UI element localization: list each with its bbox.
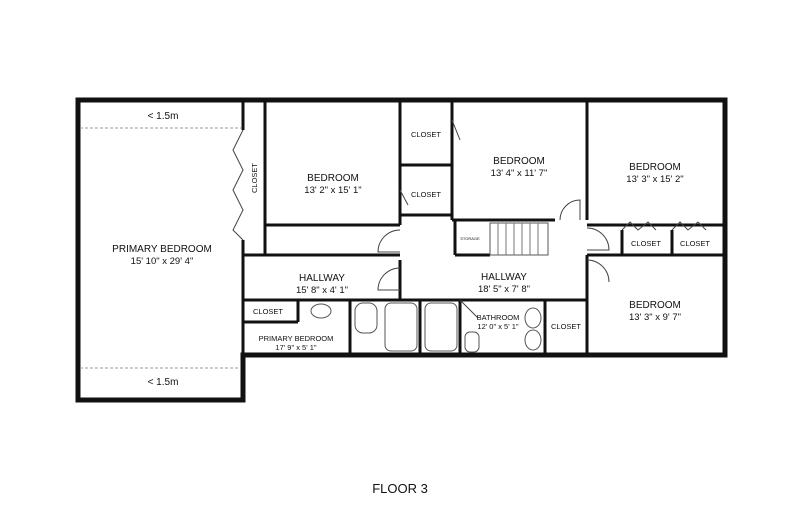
room-name: BEDROOM <box>307 173 359 184</box>
fixtures <box>310 302 542 353</box>
room-name: CLOSET <box>411 130 441 139</box>
room-name: HALLWAY <box>481 272 527 283</box>
room-name: STORAGE <box>460 236 480 241</box>
bathtub <box>384 302 418 352</box>
room-name: BATHROOM <box>477 313 520 322</box>
room-size: 15' 8" x 4' 1" <box>296 285 348 296</box>
room-size: 17' 9" x 5' 1" <box>275 343 316 352</box>
room-name: BEDROOM <box>493 156 545 167</box>
room-size: 13' 4" x 11' 7" <box>491 168 548 179</box>
room-name: CLOSET <box>411 190 441 199</box>
floor-label: FLOOR 3 <box>372 481 428 496</box>
room-name: BEDROOM <box>629 162 681 173</box>
bathtub <box>424 302 458 352</box>
room-name: BEDROOM <box>629 300 681 311</box>
ceiling-label: < 1.5m <box>148 111 179 122</box>
room-size: 13' 3" x 15' 2" <box>626 174 683 185</box>
sink <box>310 303 332 319</box>
room-name: PRIMARY BEDROOM <box>259 334 334 343</box>
room-name: HALLWAY <box>299 273 345 284</box>
room-name: CLOSET <box>250 163 259 193</box>
room-size: 13' 2" x 15' 1" <box>304 185 361 196</box>
room-size: 18' 5" x 7' 8" <box>478 284 530 295</box>
doors <box>232 119 707 319</box>
room-size: 12' 0" x 5' 1" <box>477 322 518 331</box>
toilet <box>464 331 480 353</box>
room-name: CLOSET <box>680 239 710 248</box>
toilet <box>354 302 378 334</box>
room-size: 13' 3" x 9' 7" <box>629 312 681 323</box>
staircase <box>489 222 549 256</box>
sink <box>524 307 542 329</box>
interior-walls <box>241 100 725 355</box>
ceiling-label: < 1.5m <box>148 377 179 388</box>
room-name: CLOSET <box>253 307 283 316</box>
room-name: CLOSET <box>551 322 581 331</box>
room-name: PRIMARY BEDROOM <box>112 244 212 255</box>
sink <box>524 329 542 351</box>
room-name: CLOSET <box>631 239 661 248</box>
room-size: 15' 10" x 29' 4" <box>131 256 194 267</box>
